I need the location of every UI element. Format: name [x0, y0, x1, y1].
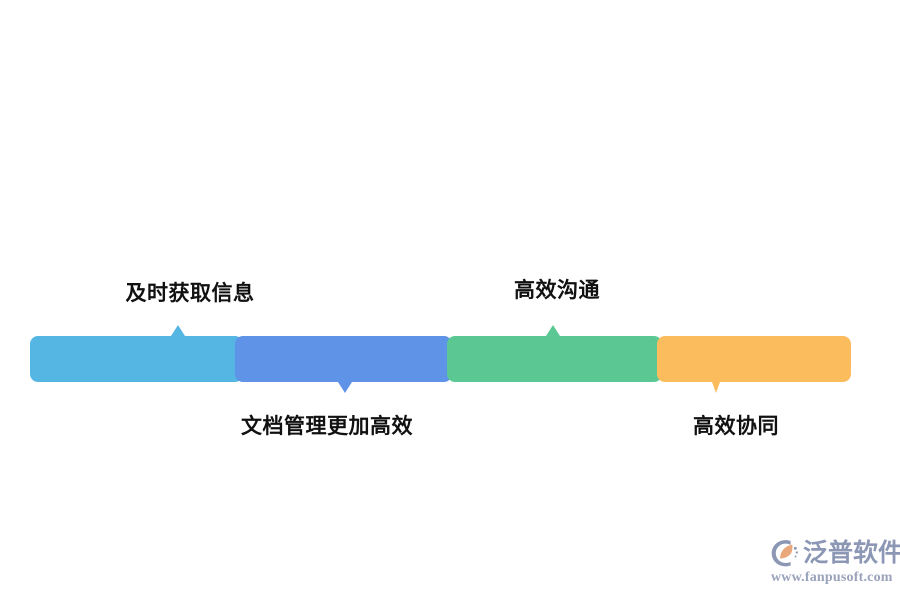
- segment-label-2: 文档管理更加高效: [241, 415, 413, 438]
- watermark-brand-name: 泛普软件: [803, 538, 900, 567]
- bar-segment-4[interactable]: [657, 336, 851, 382]
- segment-label-1: 及时获取信息: [125, 282, 255, 305]
- bar-segment-1[interactable]: [30, 336, 243, 382]
- pointer-up-segment-1: [171, 325, 185, 336]
- pointer-down-segment-4: [712, 382, 720, 393]
- segment-label-4: 高效协同: [693, 415, 779, 438]
- pointer-down-segment-2: [338, 382, 352, 393]
- watermark: 泛普软件 www.fanpusoft.com: [770, 536, 900, 590]
- bar-segment-3[interactable]: [447, 336, 662, 382]
- watermark-brand-row: 泛普软件: [770, 536, 900, 570]
- watermark-url: www.fanpusoft.com: [771, 570, 893, 585]
- segment-label-3: 高效沟通: [514, 279, 600, 302]
- segmented-bar: [30, 336, 851, 382]
- pointer-up-segment-3: [546, 325, 560, 336]
- fanpu-logo-icon: [771, 540, 798, 567]
- bar-segment-2[interactable]: [235, 336, 452, 382]
